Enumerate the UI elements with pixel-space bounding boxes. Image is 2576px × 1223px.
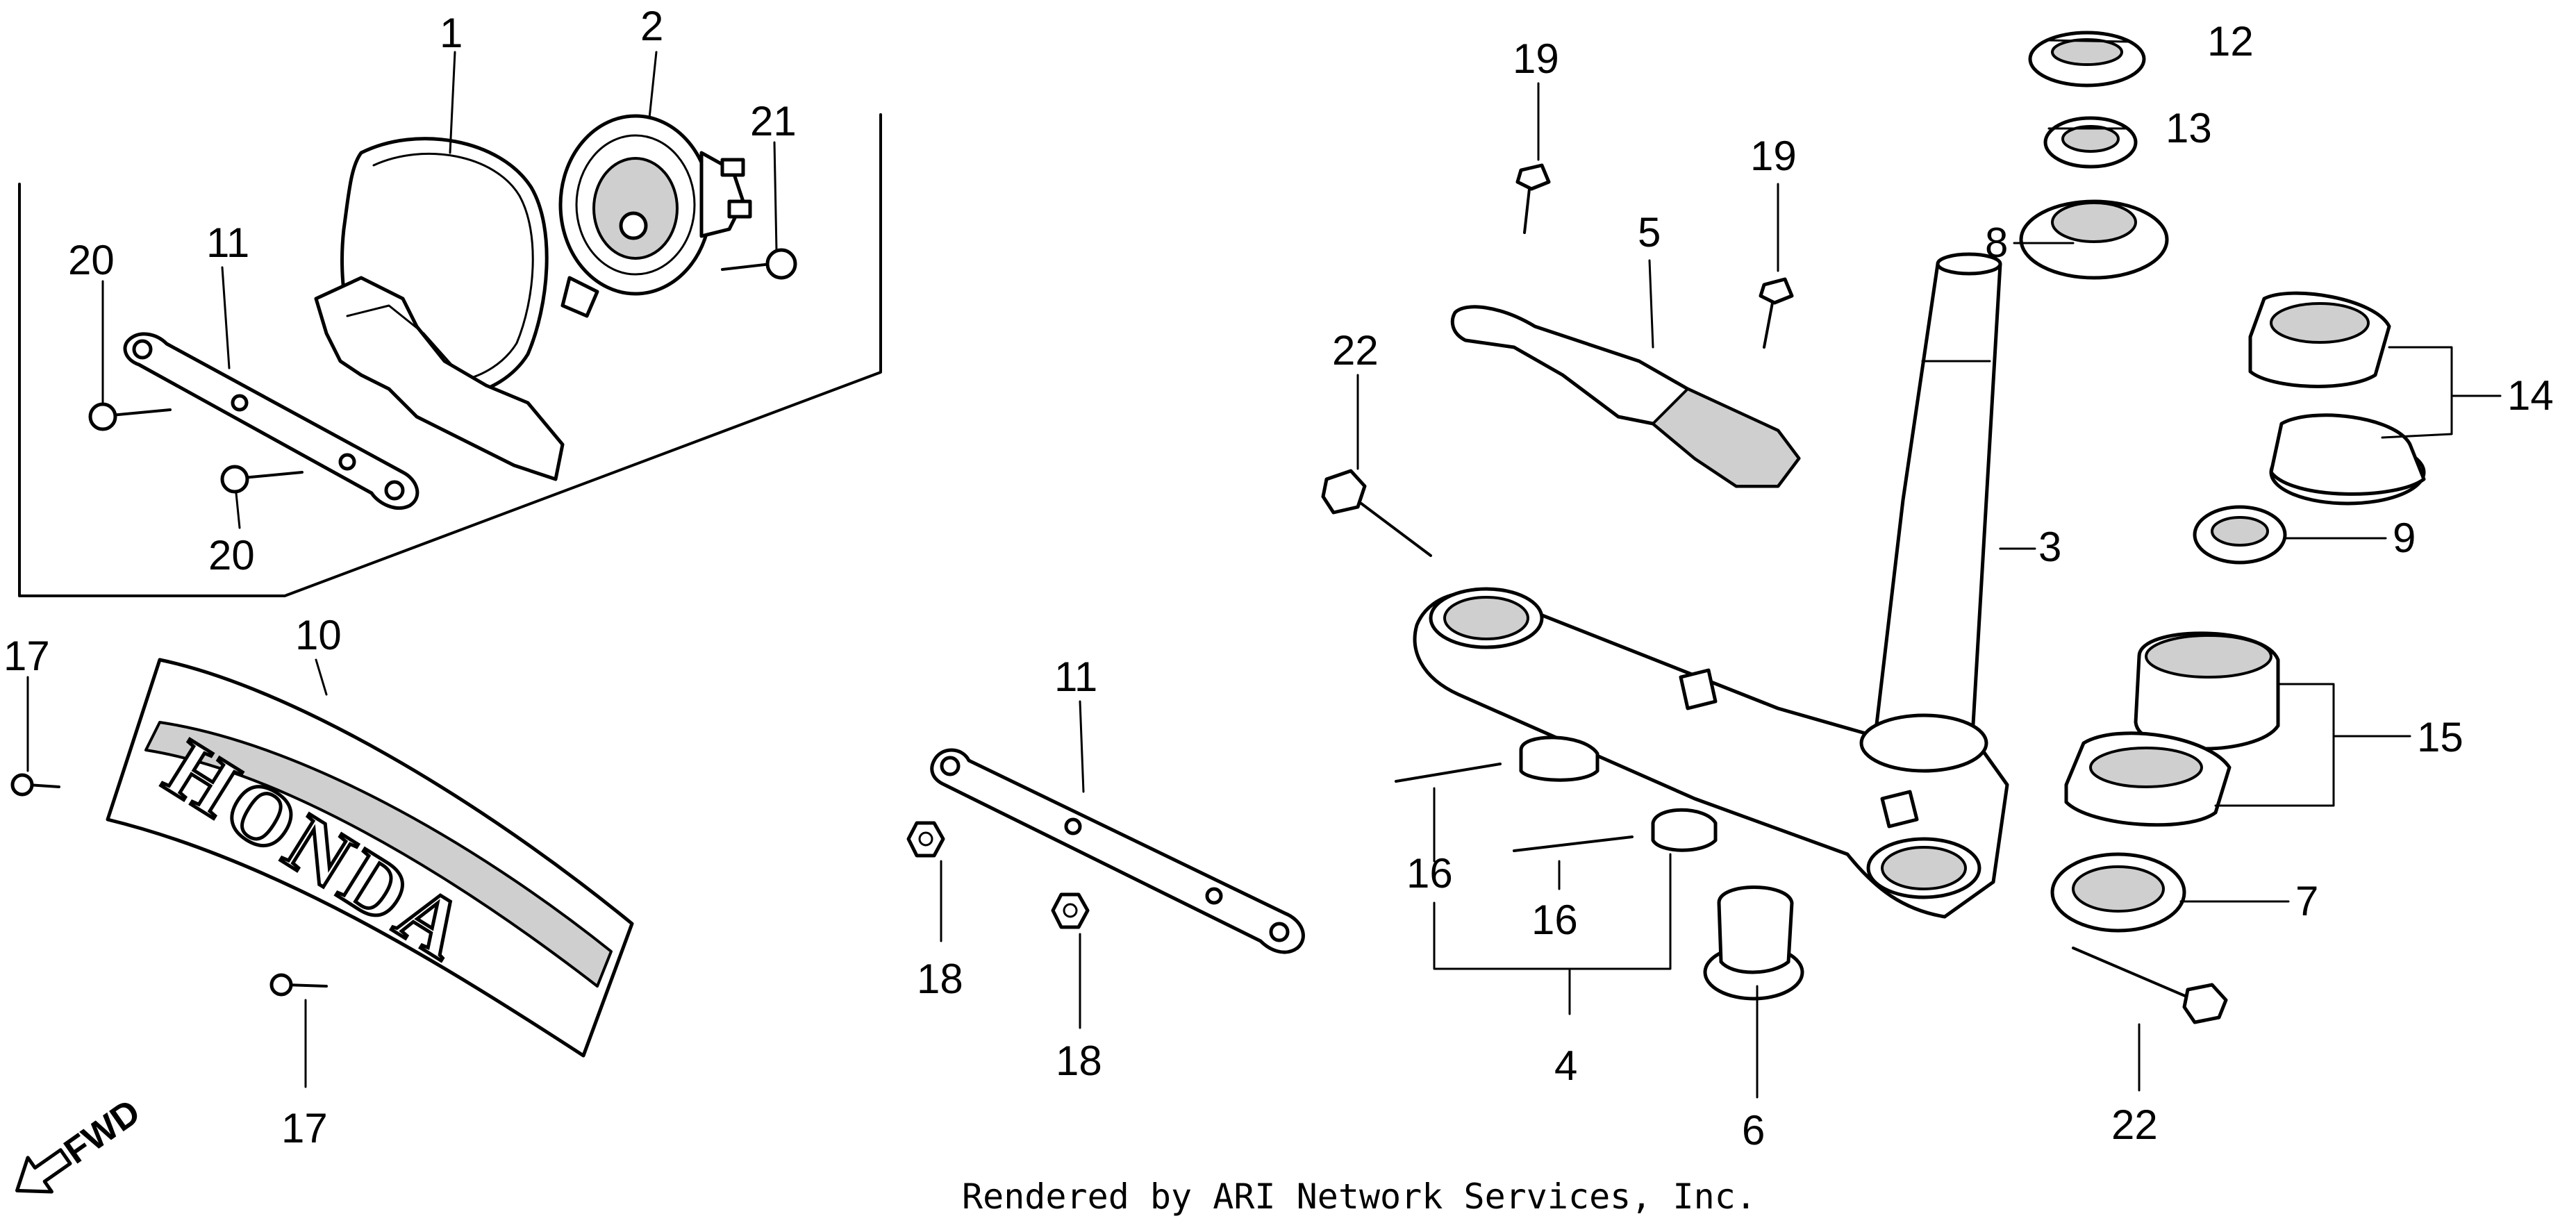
part-1-headlight-ring [314,137,565,481]
fwd-arrow-icon [15,1148,72,1194]
callout-20-lower: 20 [208,532,255,579]
callout-12: 12 [2207,18,2254,65]
callout-labels: 1 2 3 4 5 6 7 8 9 10 11 11 12 13 14 15 1… [3,3,2554,1154]
part-11-stay-inset [123,332,419,510]
callout-11-inset: 11 [206,219,249,266]
callout-13: 13 [2166,105,2212,151]
callout-15: 15 [2417,714,2463,760]
callout-20-upper: 20 [68,237,115,283]
callout-19-right: 19 [1750,133,1797,179]
callout-16-left: 16 [1406,850,1453,897]
fwd-indicator: FWD [15,1092,147,1194]
part-7-race [2050,852,2290,933]
callout-18-left: 18 [917,956,963,1002]
callout-8: 8 [1985,219,2008,266]
callout-10: 10 [295,612,342,658]
part-19-bolt-right [1759,183,1794,349]
part-5-cable-guide [1450,259,1801,488]
part-22-bolt-lower [2072,947,2228,1092]
part-20-bolt-lower [220,465,304,494]
part-3-steering-stem [1413,252,2036,919]
callout-22-lower: 22 [2111,1101,2158,1148]
part-2-horn [558,114,752,318]
part-11-stay [930,700,1305,954]
part-17-screw-lower [269,973,328,1088]
part-4-bracket-leader [1433,853,1672,1015]
part-6-cap [1703,885,1804,1099]
part-22-bolt-upper [1321,374,1432,557]
part-18-nut-right [1051,892,1090,1029]
callout-7: 7 [2295,878,2318,924]
leader-10 [315,658,328,696]
callout-4: 4 [1554,1042,1577,1089]
callout-17-lower: 17 [281,1105,328,1151]
callout-14: 14 [2507,372,2554,419]
inset-leaders [101,51,778,529]
inset-frame [18,113,882,597]
callout-2: 2 [640,3,663,49]
fwd-label: FWD [57,1092,147,1172]
part-20-bolt-upper [88,402,172,431]
part-9-seal [2193,505,2387,565]
part-15-lower-bearing [2064,631,2411,827]
callout-16-right: 16 [1531,897,1578,943]
callout-11: 11 [1054,654,1097,700]
callout-6: 6 [1742,1107,1765,1154]
callout-9: 9 [2393,515,2416,561]
part-12-locknut [2028,31,2146,88]
callout-1: 1 [440,10,463,56]
callout-19-left: 19 [1513,35,1559,82]
footer-credit: Rendered by ARI Network Services, Inc. [962,1176,1756,1217]
part-17-screw-upper [10,676,60,797]
part-8-adjusting-nut [2013,199,2169,280]
callout-18-right: 18 [1056,1038,1102,1084]
part-13-washer [2043,116,2138,169]
callout-17-upper: 17 [3,633,50,679]
part-14-upper-bearing [2248,291,2502,506]
part-19-bolt-left [1515,82,1551,234]
part-10-emblem: HONDA [106,658,634,1058]
callout-22-upper: 22 [1332,327,1379,374]
callout-21: 21 [750,98,797,144]
part-16-stud-right [1513,835,1634,890]
callout-5: 5 [1638,209,1661,256]
part-18-nut-left [906,821,945,942]
part-21-bolt [721,248,797,280]
part-16-stud-left [1395,763,1502,863]
callout-3: 3 [2038,524,2061,570]
